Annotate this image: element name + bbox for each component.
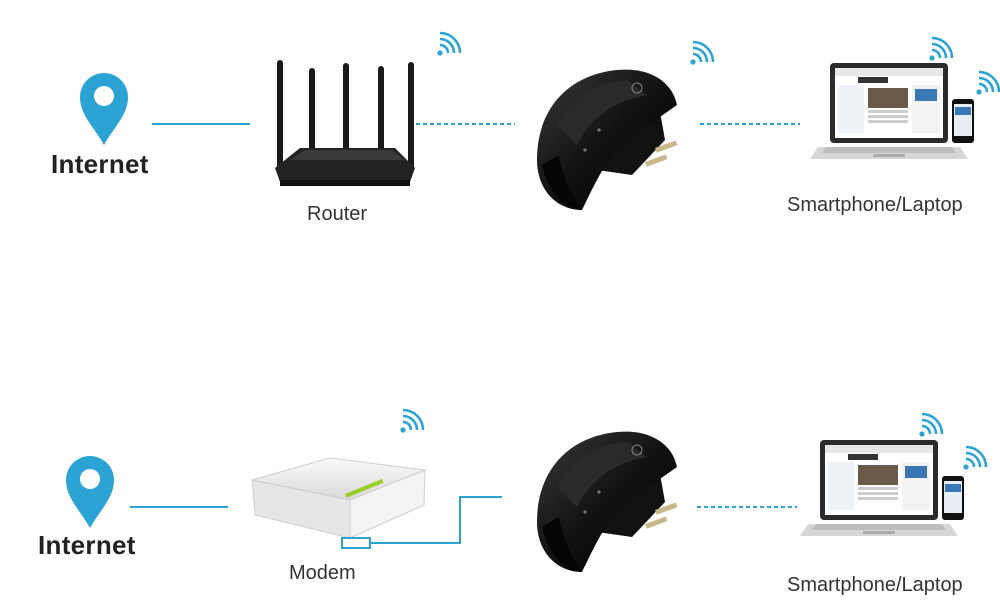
- router-label: Router: [307, 203, 368, 225]
- wifi-signal-icon: [436, 31, 462, 57]
- row1-graphics: [80, 31, 1000, 211]
- wifi-signal-icon: [962, 445, 988, 471]
- wifi-signal-icon: [928, 36, 954, 62]
- wifi-extender-image: [536, 431, 678, 573]
- wifi-extender-image: [536, 69, 678, 211]
- row2-graphics: [66, 408, 988, 573]
- location-pin-icon: [66, 456, 114, 528]
- modem-image: [251, 457, 427, 549]
- laptop-smartphone-image: [800, 440, 964, 536]
- wifi-signal-icon: [399, 408, 425, 434]
- location-pin-icon: [80, 73, 128, 145]
- laptop-smartphone-image: [810, 63, 974, 159]
- modem-label: Modem: [289, 562, 356, 584]
- internet-label: Internet: [51, 149, 149, 179]
- router-image: [275, 60, 415, 186]
- client-label: Smartphone/Laptop: [787, 574, 963, 596]
- internet-label: Internet: [38, 530, 136, 560]
- wifi-signal-icon: [689, 40, 715, 66]
- client-label: Smartphone/Laptop: [787, 194, 963, 216]
- wired-connection: [370, 496, 502, 544]
- wifi-signal-icon: [975, 70, 1000, 96]
- wifi-signal-icon: [918, 412, 944, 438]
